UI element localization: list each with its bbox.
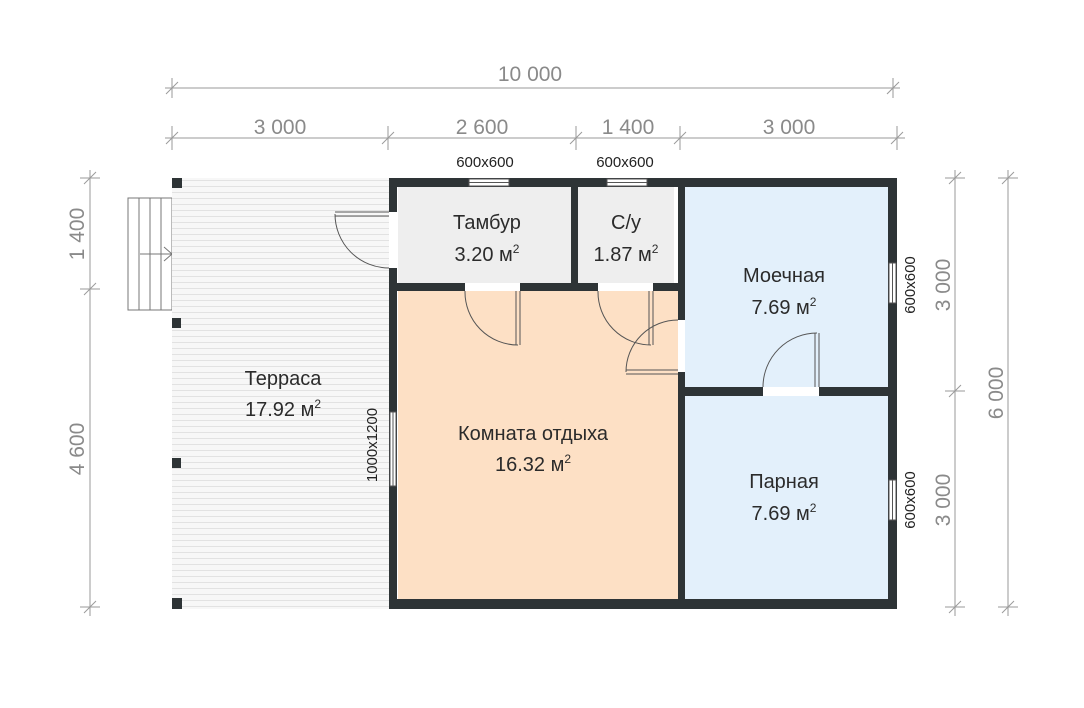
room-area-parnaya: 7.69 м2: [752, 501, 817, 525]
window-label-parnaya: 600x600: [902, 471, 919, 529]
dim-left-seg-2: 4 600: [66, 423, 89, 476]
parnaya-floor: [685, 396, 888, 599]
window-label-komnata: 1000x1200: [364, 408, 381, 482]
room-name-terrace: Терраса: [245, 368, 323, 390]
room-area-su: 1.87 м2: [594, 242, 659, 266]
room-name-moechnaya: Моечная: [743, 265, 825, 287]
doors: [334, 211, 820, 396]
dim-right-inner-2: 3 000: [932, 474, 955, 527]
window-label-su: 600x600: [596, 154, 654, 171]
moechnaya-floor: [685, 187, 888, 387]
dim-top-seg-1: 3 000: [254, 116, 307, 139]
window-labels: 600x600 600x600 600x600 600x600 1000x120…: [364, 154, 919, 529]
dim-right-inner-1: 3 000: [932, 259, 955, 312]
room-name-su: С/у: [611, 212, 641, 234]
tambur-floor: [398, 187, 571, 283]
terrace-floor: [172, 178, 390, 609]
dim-top-seg-4: 3 000: [763, 116, 816, 139]
dim-top-seg-2: 2 600: [456, 116, 509, 139]
room-fills: [172, 178, 888, 609]
window-label-moechnaya: 600x600: [902, 256, 919, 314]
dim-left-seg-1: 1 400: [66, 208, 89, 261]
room-labels: Терраса 17.92 м2 Тамбур 3.20 м2 С/у 1.87…: [245, 212, 825, 525]
room-name-komnata: Комната отдыха: [458, 423, 609, 445]
dim-top-seg-3: 1 400: [602, 116, 655, 139]
room-area-komnata: 16.32 м2: [495, 452, 571, 476]
room-area-tambur: 3.20 м2: [455, 242, 520, 266]
komnata-floor: [398, 291, 678, 599]
room-area-moechnaya: 7.69 м2: [752, 295, 817, 319]
windows: [389, 178, 897, 521]
room-area-terrace: 17.92 м2: [245, 397, 321, 421]
dimension-labels: 10 000 3 000 2 600 1 400 3 000 1 400 4 6…: [66, 63, 1008, 526]
su-floor: [578, 187, 674, 283]
dim-top-total: 10 000: [498, 63, 562, 86]
room-name-parnaya: Парная: [749, 471, 819, 493]
dimension-lines: [80, 78, 1018, 616]
room-name-tambur: Тамбур: [453, 212, 521, 234]
terrace-stairs: [127, 197, 173, 311]
dim-right-total: 6 000: [985, 367, 1008, 420]
window-label-tambur: 600x600: [456, 154, 514, 171]
